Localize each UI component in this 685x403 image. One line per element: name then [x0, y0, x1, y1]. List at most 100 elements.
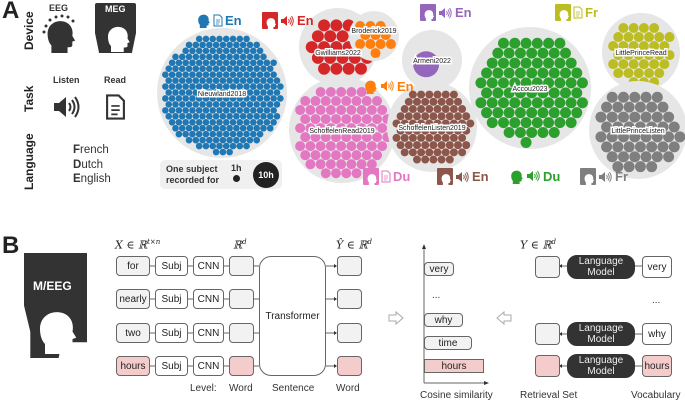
subject-dot — [372, 114, 382, 125]
subject-dot — [325, 141, 336, 152]
subject-dot — [185, 124, 193, 132]
vocab-word-very: very — [642, 256, 672, 278]
subject-dot — [396, 126, 405, 135]
subject-dot — [315, 141, 326, 152]
subject-dot — [351, 132, 362, 143]
subject-dot — [260, 124, 267, 132]
subject-dot — [182, 59, 189, 67]
subject-dot — [324, 51, 337, 64]
subject-dot — [182, 71, 189, 78]
subject-dot — [233, 113, 240, 120]
subject-dot — [640, 91, 652, 103]
subject-dot — [212, 89, 220, 96]
subject-dot — [649, 23, 660, 34]
subject-dot — [571, 87, 583, 99]
subject-dot — [560, 87, 571, 99]
subject-dot — [222, 71, 230, 78]
subject-dot — [330, 41, 343, 54]
subject-dot — [341, 168, 352, 179]
subject-dot — [246, 101, 254, 108]
subject-dot — [520, 77, 532, 89]
dataset-name-label: Armeni2022 — [413, 58, 451, 65]
subject-dot — [548, 127, 560, 139]
subject-dot — [454, 112, 462, 121]
meg-icon — [555, 4, 571, 21]
subject-dot — [239, 136, 247, 144]
subject-dot — [497, 97, 509, 109]
subject-dot — [165, 89, 173, 96]
subject-dot — [320, 150, 331, 161]
subject-dot — [202, 71, 210, 78]
subject-dot — [644, 68, 654, 79]
subject-dot — [325, 159, 336, 170]
subject-dot — [266, 65, 274, 72]
subject-dot — [233, 124, 240, 132]
dataset-name-label: Nieuwland2018 — [198, 91, 246, 98]
subject-dot — [351, 168, 362, 179]
subject-dot — [595, 111, 607, 123]
subject-dot — [629, 151, 641, 163]
subject-dot — [341, 114, 352, 125]
subject-dot — [336, 159, 347, 170]
dataset-header: Fr — [555, 4, 598, 21]
subject-layer-box: Subj — [155, 289, 188, 309]
subject-dot — [454, 97, 462, 106]
subject-dot — [189, 47, 196, 55]
subject-dot — [185, 41, 193, 49]
embedding-math-label: ℝd — [233, 238, 247, 252]
subject-dot — [421, 112, 430, 121]
subject-dot — [185, 65, 193, 72]
subject-dot — [192, 41, 200, 49]
subject-dot — [514, 127, 526, 139]
subject-dot — [185, 77, 193, 84]
subject-dot — [273, 101, 281, 108]
subject-dot — [212, 65, 220, 72]
subject-dot — [277, 95, 284, 102]
dataset-cluster-Nieuwland2018 — [157, 28, 287, 158]
subject-dot — [618, 41, 629, 52]
subject-dot — [429, 97, 438, 106]
panel-b-label: B — [2, 232, 20, 259]
subject-dot — [219, 148, 227, 156]
dataset-name-label: LittlePrinceListen — [611, 128, 664, 135]
subject-dot — [266, 113, 274, 120]
subject-dot — [182, 47, 189, 55]
subject-dot — [623, 68, 634, 79]
subject-dot — [356, 87, 367, 98]
subject-dot — [400, 133, 409, 142]
subject-dot — [356, 105, 367, 116]
rank-bar-time: time — [424, 336, 472, 350]
subject-dot — [229, 83, 237, 90]
subject-dot — [623, 50, 634, 61]
subject-dot — [668, 121, 680, 133]
meg-icon — [437, 168, 453, 185]
rank-bar-why: why — [424, 313, 463, 327]
subject-dot — [263, 118, 271, 126]
subject-dot — [417, 90, 426, 99]
subject-dot — [413, 51, 440, 78]
predicted-embedding-box — [337, 289, 362, 309]
subject-dot — [628, 23, 639, 34]
subject-dot — [175, 130, 183, 138]
subject-dot — [640, 131, 652, 143]
meg-label: MEG — [105, 4, 126, 14]
subject-dot — [613, 50, 624, 61]
subject-dot — [263, 59, 271, 67]
subject-dot — [212, 136, 220, 144]
subject-dot — [165, 101, 173, 108]
subject-dot — [195, 47, 203, 55]
subject-dot — [260, 65, 267, 72]
subject-dot — [256, 71, 264, 78]
vocab-word-hours: hours — [642, 355, 672, 377]
subject-dot — [531, 37, 543, 49]
subject-dot — [189, 130, 196, 138]
subject-dot — [305, 141, 316, 152]
subject-dot — [315, 159, 326, 170]
subject-dot — [429, 155, 438, 164]
subject-dot — [243, 142, 250, 150]
subject-dot — [219, 101, 227, 108]
subject-dot — [417, 133, 426, 142]
subject-dot — [606, 151, 618, 163]
